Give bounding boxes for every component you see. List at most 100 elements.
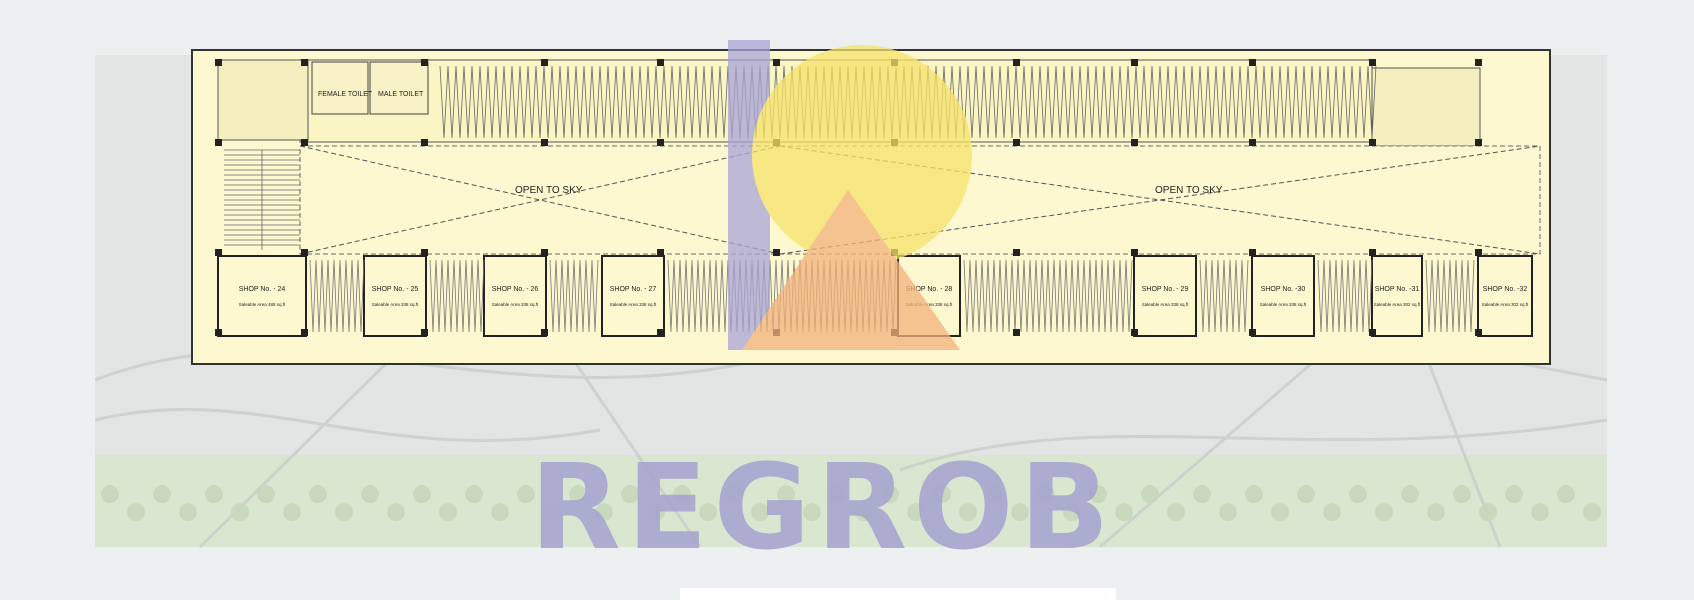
shop-name: SHOP No. - 26 bbox=[492, 286, 539, 293]
column bbox=[301, 139, 308, 146]
female-toilet-label: FEMALE TOILET bbox=[318, 91, 373, 98]
shop-area: Saleable Area 338 sq.ft bbox=[1142, 302, 1189, 307]
watermark-text: REGROB bbox=[530, 438, 1115, 576]
shrub bbox=[387, 503, 405, 522]
open-to-sky-diagonals bbox=[299, 145, 1541, 255]
column bbox=[1013, 139, 1020, 146]
walkway-pattern bbox=[1199, 259, 1249, 333]
column bbox=[215, 249, 222, 256]
logo-orange-triangle bbox=[742, 190, 960, 350]
column bbox=[1131, 329, 1138, 336]
shrub bbox=[439, 503, 457, 522]
shrub bbox=[1193, 485, 1211, 504]
walkway-pattern bbox=[963, 259, 1133, 333]
open-to-sky-label-right: OPEN TO SKY bbox=[1155, 185, 1223, 196]
column bbox=[1013, 249, 1020, 256]
column bbox=[215, 59, 222, 66]
shop-area: Saleable Area 338 sq.ft bbox=[492, 302, 539, 307]
shop-outline bbox=[1477, 255, 1533, 337]
shop-area: Saleable Area 488 sq.ft bbox=[239, 302, 286, 307]
shrub bbox=[1063, 503, 1081, 522]
column bbox=[541, 329, 548, 336]
shrub bbox=[1427, 503, 1445, 522]
column bbox=[1013, 59, 1020, 66]
column bbox=[301, 59, 308, 66]
shrub bbox=[985, 485, 1003, 504]
column bbox=[773, 59, 780, 66]
shop-name: SHOP No. -32 bbox=[1483, 286, 1528, 293]
shrub bbox=[361, 485, 379, 504]
walkway-pattern bbox=[309, 259, 365, 333]
shop-outline bbox=[1133, 255, 1197, 337]
column bbox=[541, 249, 548, 256]
shrub bbox=[699, 503, 717, 522]
column bbox=[1249, 329, 1256, 336]
shrub bbox=[959, 503, 977, 522]
column bbox=[1369, 249, 1376, 256]
shrub bbox=[257, 485, 275, 504]
stair-left bbox=[217, 59, 309, 141]
shrub bbox=[1479, 503, 1497, 522]
stair-right bbox=[1371, 67, 1481, 147]
bottom-strip bbox=[680, 588, 1116, 600]
column bbox=[1475, 59, 1482, 66]
shrub bbox=[1557, 485, 1575, 504]
column bbox=[1131, 139, 1138, 146]
shrub bbox=[569, 485, 587, 504]
shrub bbox=[179, 503, 197, 522]
column bbox=[1249, 59, 1256, 66]
shop-outline bbox=[483, 255, 547, 337]
shrub bbox=[933, 485, 951, 504]
shop-area: Saleable Area 302 sq.ft bbox=[1374, 302, 1421, 307]
shop-area: Saleable Area 302 sq.ft bbox=[1482, 302, 1529, 307]
column bbox=[421, 59, 428, 66]
column bbox=[421, 139, 428, 146]
column bbox=[657, 249, 664, 256]
column bbox=[1131, 59, 1138, 66]
column bbox=[421, 249, 428, 256]
column bbox=[1369, 329, 1376, 336]
column bbox=[1475, 139, 1482, 146]
shop-outline bbox=[1251, 255, 1315, 337]
walkway-pattern bbox=[1425, 259, 1475, 333]
column bbox=[1131, 249, 1138, 256]
shrub bbox=[1219, 503, 1237, 522]
shop-outline bbox=[363, 255, 427, 337]
shrub bbox=[1141, 485, 1159, 504]
column bbox=[1249, 249, 1256, 256]
shrub bbox=[1271, 503, 1289, 522]
column bbox=[301, 329, 308, 336]
watermark-logo bbox=[728, 40, 972, 350]
shop-name: SHOP No. - 24 bbox=[239, 286, 286, 293]
shrub bbox=[153, 485, 171, 504]
open-to-sky-label-left: OPEN TO SKY bbox=[515, 185, 583, 196]
shrub bbox=[309, 485, 327, 504]
left-staircase bbox=[224, 149, 300, 250]
shrub bbox=[1401, 485, 1419, 504]
shop-name: SHOP No. - 27 bbox=[610, 286, 657, 293]
shrub bbox=[751, 503, 769, 522]
male-toilet-room bbox=[369, 61, 429, 115]
column bbox=[657, 139, 664, 146]
shop-unit: SHOP No. - 26 Saleable Area 338 sq.ft bbox=[483, 255, 547, 337]
shrub bbox=[1453, 485, 1471, 504]
shrub bbox=[1349, 485, 1367, 504]
column bbox=[1475, 329, 1482, 336]
column bbox=[1013, 329, 1020, 336]
shrub bbox=[413, 485, 431, 504]
shop-outline bbox=[1371, 255, 1423, 337]
shop-unit: SHOP No. - 24 Saleable Area 488 sq.ft bbox=[217, 255, 307, 337]
shop-area: Saleable Area 338 sq.ft bbox=[1260, 302, 1307, 307]
column bbox=[421, 329, 428, 336]
shrub bbox=[543, 503, 561, 522]
shrub bbox=[647, 503, 665, 522]
column bbox=[1475, 249, 1482, 256]
shrub bbox=[231, 503, 249, 522]
shrub bbox=[1167, 503, 1185, 522]
shop-name: SHOP No. - 28 bbox=[906, 286, 953, 293]
